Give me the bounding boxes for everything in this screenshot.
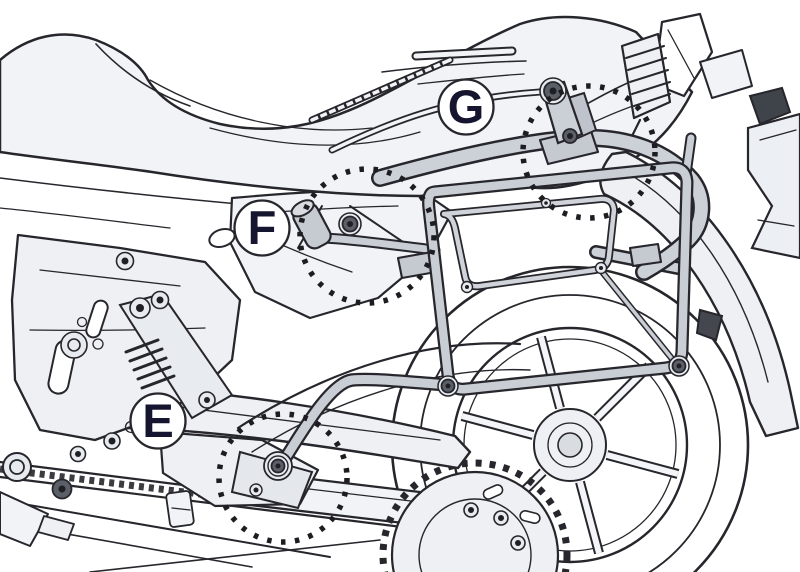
callout-badges: E F G [129, 78, 495, 450]
g-mount-link [539, 77, 598, 145]
tail-dark-piece [748, 86, 792, 126]
rear-sprocket [379, 459, 571, 572]
highlight-circle-e [216, 411, 350, 545]
rear-hugger [599, 150, 800, 438]
f-spacer [290, 199, 332, 250]
callout-badge-f: F [233, 199, 291, 257]
frame-slot [85, 299, 109, 339]
highlight-circle-g [520, 83, 658, 221]
stand-bracket [0, 491, 49, 547]
rack-side-bracket [628, 242, 663, 268]
left-frame-assembly [0, 233, 320, 547]
turn-signal [620, 12, 714, 142]
frame-strut [118, 292, 234, 420]
callout-badge-e: E [129, 392, 187, 450]
callout-label-g: G [448, 80, 485, 133]
shock-spring [124, 338, 176, 390]
highlight-circles [216, 83, 658, 545]
rail-strap [308, 56, 544, 154]
callout-badge-g: G [437, 78, 495, 136]
hugger-front-edge [236, 342, 522, 430]
rear-fender-panel [746, 112, 800, 260]
rack-stay-dark [695, 308, 724, 342]
side-case-rack [263, 132, 724, 481]
callout-label-e: E [142, 394, 173, 447]
callout-label-f: F [248, 201, 277, 254]
highlight-circle-f [297, 166, 437, 306]
tail-tip [699, 49, 753, 99]
